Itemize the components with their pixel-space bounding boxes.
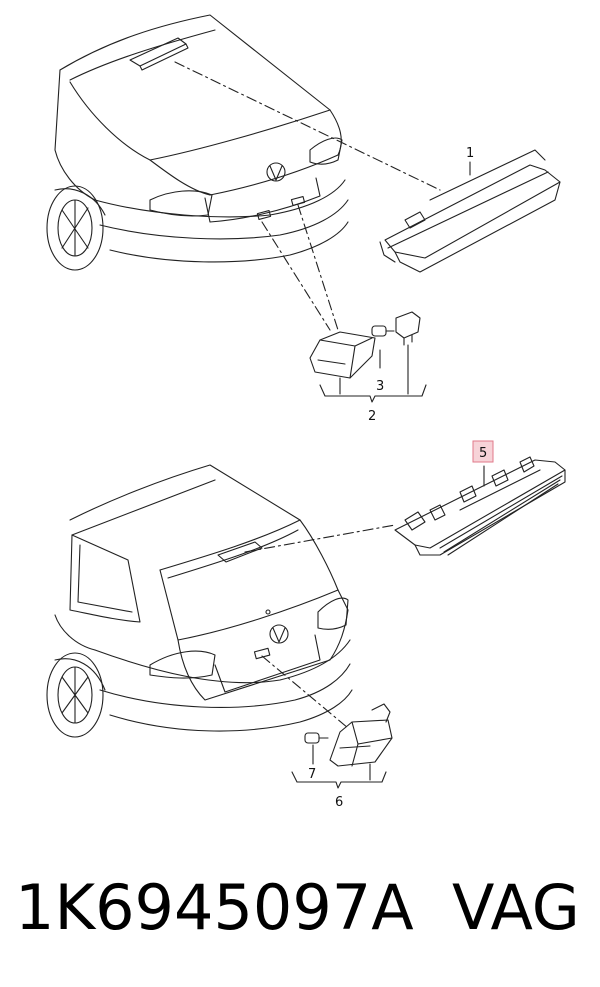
leader-lines-top (174, 61, 441, 331)
bracket-2 (319, 344, 427, 403)
part-6-plate-light (329, 703, 393, 767)
part-number-caption: 1K6945097A VAG (0, 858, 600, 958)
bulb-socket-top (395, 311, 421, 346)
bracket-6 (291, 744, 387, 789)
callout-1: 1 (466, 146, 474, 161)
callout-2: 2 (368, 409, 376, 424)
callout-6: 6 (335, 795, 343, 810)
part-7-bulb (304, 732, 329, 744)
parts-diagram: 1 2 3 5 6 7 (46, 14, 566, 810)
part-1-brake-light (379, 149, 561, 273)
callout-3: 3 (376, 379, 384, 394)
sedan-rear-illustration (46, 14, 349, 271)
callout-5: 5 (479, 446, 487, 461)
part-number: 1K6945097A (15, 871, 414, 944)
part-3-bulb (371, 325, 395, 337)
leader-lines-bottom (244, 524, 396, 729)
callout-leaders (469, 161, 485, 487)
part-2-plate-light (309, 331, 376, 379)
callout-5-highlight (472, 440, 494, 463)
callout-7: 7 (308, 767, 316, 782)
brand-name: VAG (452, 871, 580, 944)
part-5-brake-light (394, 456, 566, 556)
estate-rear-illustration (46, 464, 353, 738)
